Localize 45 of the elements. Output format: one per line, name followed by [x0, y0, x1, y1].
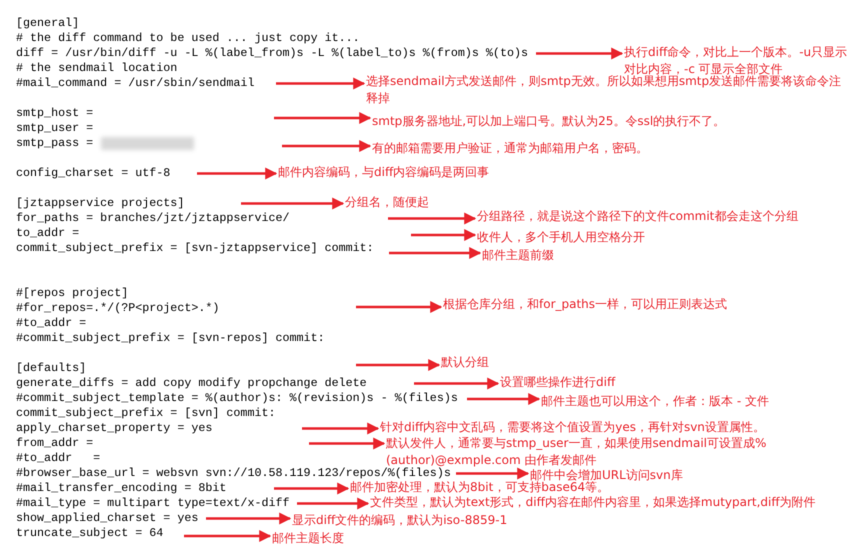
annotation: 收件人，多个手机人用空格分开: [477, 229, 847, 246]
annotation: 有的邮箱需要用户验证，通常为邮箱用户名，密码。: [372, 140, 842, 157]
config-line: for_paths = branches/jzt/jztappservice/: [16, 211, 290, 226]
config-line: [defaults]: [16, 361, 86, 376]
config-line: smtp_user =: [16, 121, 94, 136]
config-line: [general]: [16, 16, 80, 31]
config-line: to_addr =: [16, 226, 80, 241]
annotation: 默认分组: [441, 354, 641, 371]
config-line: #for_repos=.*/(?P<project>.*): [16, 301, 220, 316]
annotation: 分组名，随便起: [345, 194, 545, 211]
config-line: #[repos project]: [16, 286, 128, 301]
annotation: 邮件主题前缀: [482, 247, 782, 264]
annotation: 默认发件人，通常要与stmp_user一直，如果使用sendmail可设置成%(author)@exmple.com 由作者发邮件: [386, 435, 851, 469]
config-line: #to_addr =: [16, 316, 86, 331]
annotation: 设置哪些操作进行diff: [500, 374, 800, 391]
config-line: # the diff command to be used ... just copy it...: [16, 31, 360, 46]
config-line: [jztappservice projects]: [16, 196, 184, 211]
config-line: from_addr =: [16, 436, 94, 451]
annotation: 根据仓库分组，和for_paths一样，可以用正则表达式: [443, 296, 843, 313]
annotation: 邮件内容编码，与diff内容编码是两回事: [278, 164, 838, 181]
config-line: #commit_subject_prefix = [svn-repos] commit:: [16, 331, 325, 346]
config-line: smtp_pass =: [16, 136, 194, 151]
config-line: apply_charset_property = yes: [16, 421, 212, 436]
config-line: #mail_command = /usr/sbin/sendmail: [16, 76, 254, 91]
config-line: #mail_type = multipart type=text/x-diff: [16, 496, 290, 511]
config-line: # the sendmail location: [16, 61, 178, 76]
config-line: #browser_base_url = websvn svn://10.58.119.123/repos/%(files)s: [16, 466, 451, 481]
config-line: truncate_subject = 64: [16, 526, 164, 541]
config-line: show_applied_charset = yes: [16, 511, 198, 526]
annotation: 邮件主题也可以用这个，作者：版本 - 文件: [541, 393, 841, 410]
annotation: 针对diff内容中文乱码，需要将这个值设置为yes，再针对svn设置属性。: [380, 419, 850, 436]
config-line: commit_subject_prefix = [svn] commit:: [16, 406, 276, 421]
config-line: config_charset = utf-8: [16, 166, 170, 181]
config-line: #mail_transfer_encoding = 8bit: [16, 481, 226, 496]
annotation: smtp服务器地址,可以加上端口号。默认为25。令ssl的执行不了。: [372, 113, 842, 130]
config-line: #commit_subject_template = %(author)s: %(revision)s - %(files)s: [16, 391, 458, 406]
annotation: 邮件主题长度: [272, 530, 672, 547]
annotation: 显示diff文件的编码，默认为iso-8859-1: [292, 512, 792, 529]
config-line: smtp_host =: [16, 106, 94, 121]
config-line: #to_addr =: [16, 451, 100, 466]
annotation: 文件类型，默认为text形式，diff内容在邮件内容里，如果选择mutypart,diff为附件: [370, 494, 840, 511]
annotation: 分组路径，就是说这个路径下的文件commit都会走这个分组: [477, 208, 847, 225]
config-line: diff = /usr/bin/diff -u -L %(label_from)s -L %(label_to)s %(from)s %(to)s: [16, 46, 528, 61]
config-line: generate_diffs = add copy modify propchange delete: [16, 376, 367, 391]
config-line: commit_subject_prefix = [svn-jztappservice] commit:: [16, 241, 374, 256]
